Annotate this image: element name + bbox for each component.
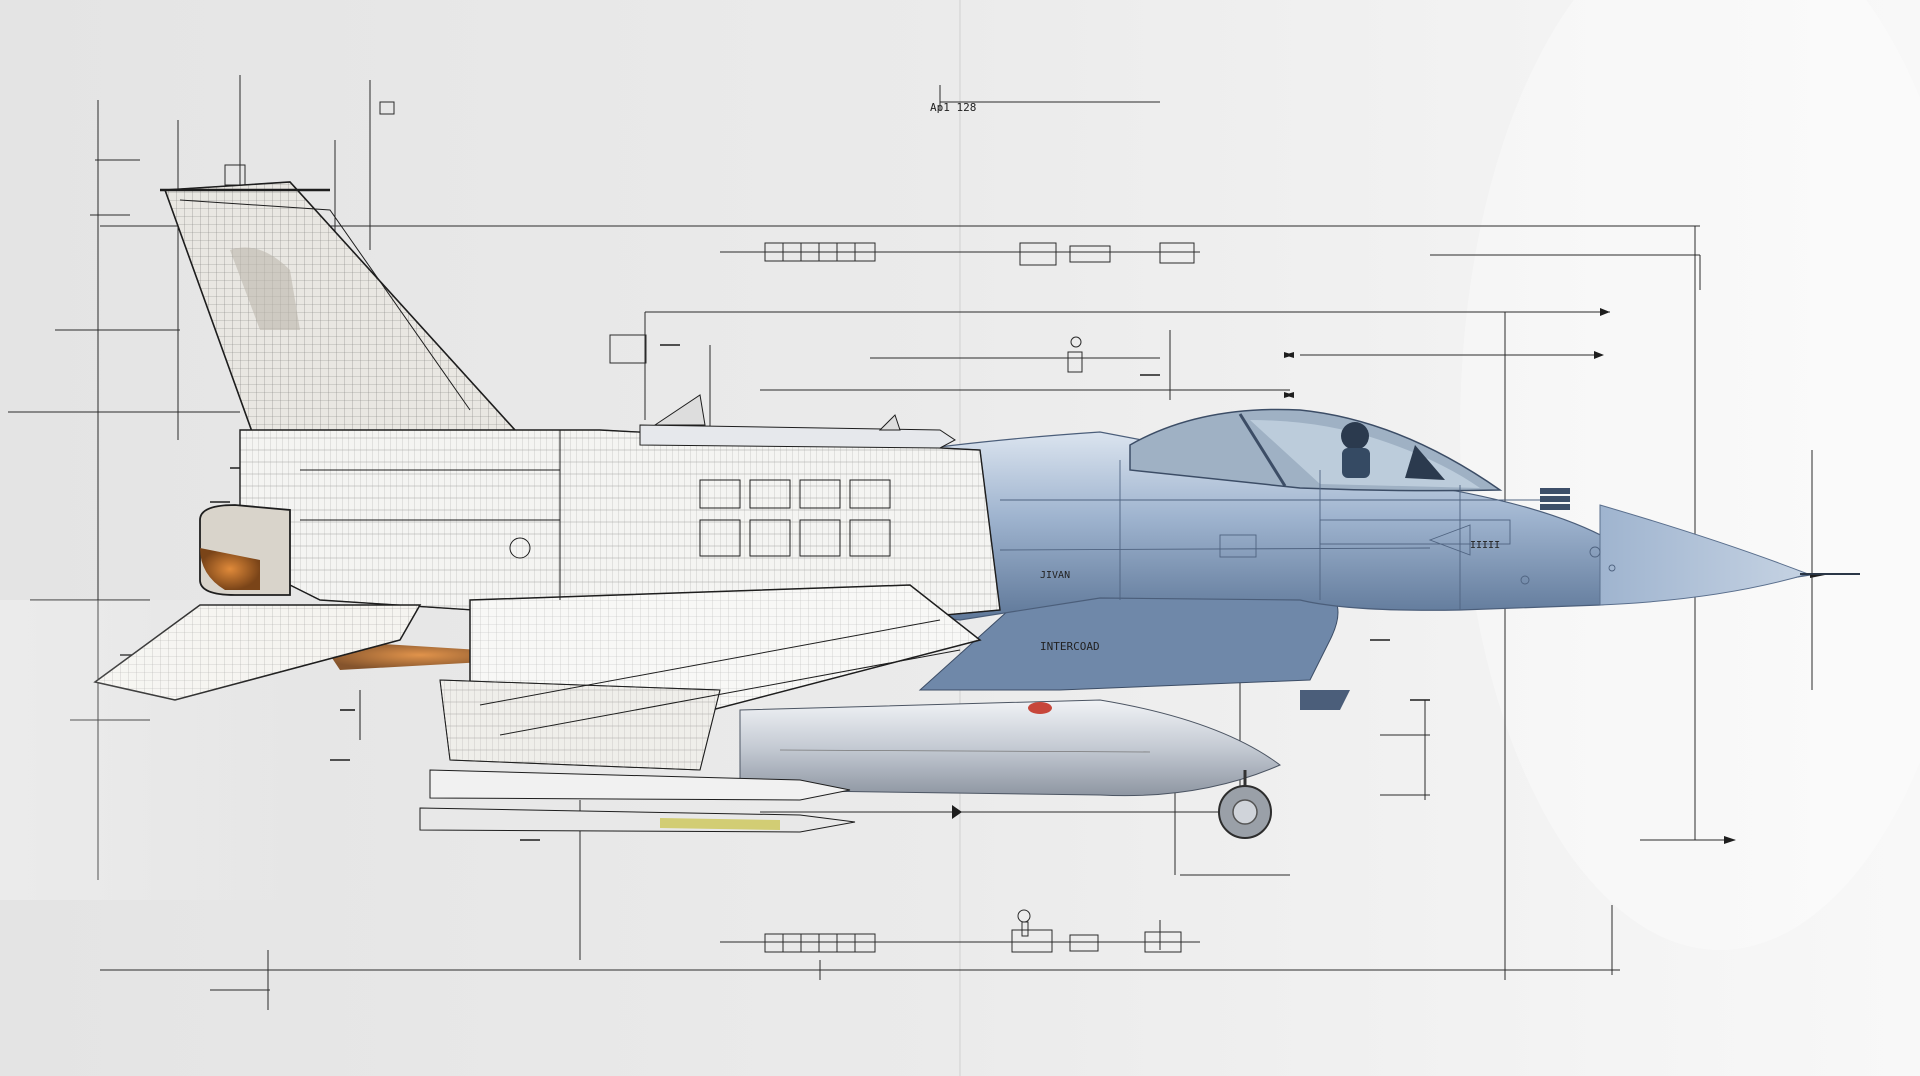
- spec-boxes: [224, 101, 1195, 953]
- fuel-tank: [739, 699, 1281, 797]
- nose-stencil: IIIII: [1470, 540, 1500, 551]
- intake-marking: INTERCOAD: [1040, 640, 1100, 653]
- top-center-label: Ap1 128: [930, 101, 976, 114]
- jet-rendered: IIIII JIVAN INTERCOAD: [879, 408, 1860, 710]
- jet-sketch: [93, 181, 1001, 833]
- fuselage-marking: JIVAN: [1040, 570, 1070, 581]
- landing-gear: [1218, 770, 1272, 839]
